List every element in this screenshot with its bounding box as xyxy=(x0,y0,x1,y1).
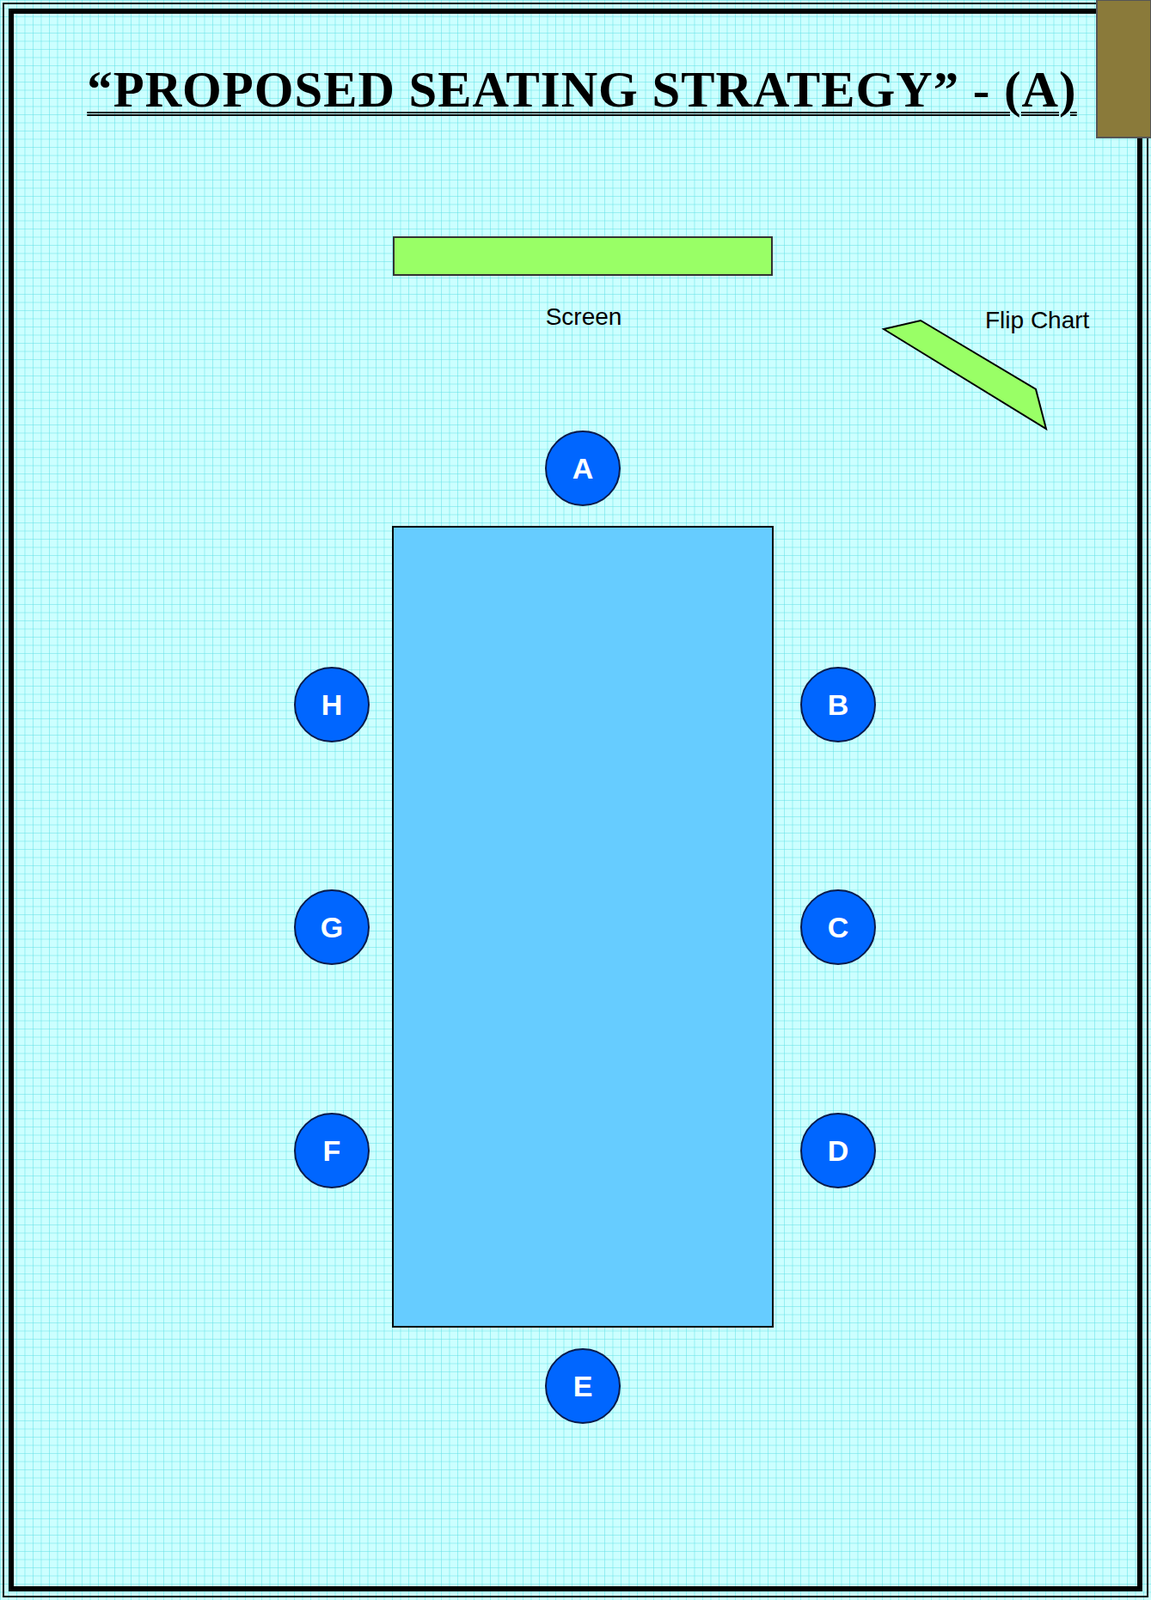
chair-seat: E xyxy=(544,1348,621,1425)
seat-letter: A xyxy=(572,452,594,486)
seat-letter: D xyxy=(827,1134,850,1169)
conference-table xyxy=(392,526,773,1328)
seat-letter: B xyxy=(827,688,850,723)
flip-chart: Flip Chart xyxy=(876,300,1109,439)
page-title: “PROPOSED SEATING STRATEGY” - (A) xyxy=(86,61,1077,119)
chair-seat: A xyxy=(544,430,621,507)
chair-seat: B xyxy=(800,667,876,743)
corner-thumbnail xyxy=(1096,0,1151,138)
projection-screen: Screen xyxy=(392,236,773,276)
chair-seat: F xyxy=(293,1113,370,1189)
chair-seat: D xyxy=(800,1113,876,1189)
outer-frame xyxy=(3,3,1148,1598)
inner-frame xyxy=(11,11,1140,1590)
seat-letter: H xyxy=(321,688,343,723)
seat-letter: F xyxy=(323,1134,342,1169)
chair-seat: C xyxy=(800,889,876,966)
seat-letter: C xyxy=(827,911,850,945)
flip-chart-label: Flip Chart xyxy=(985,306,1090,335)
chair-seat: G xyxy=(293,889,370,966)
screen-label: Screen xyxy=(545,303,623,331)
flip-chart-board xyxy=(883,320,1047,429)
seat-letter: G xyxy=(320,911,343,945)
chair-seat: H xyxy=(293,667,370,743)
seat-letter: E xyxy=(573,1370,594,1404)
